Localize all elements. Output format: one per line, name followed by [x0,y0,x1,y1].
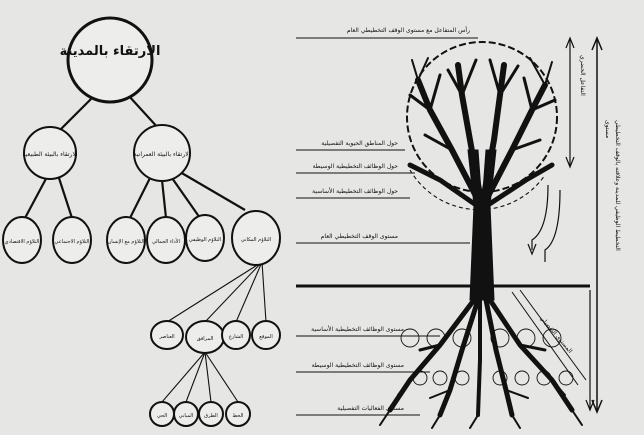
tree-label-7: مستوى الفعاليات التفصيلية [337,405,404,412]
node-buildings: المباني [173,401,199,427]
right-upper-label: التفاعل الحضري [579,55,586,96]
elements-label: العناصر [158,334,174,340]
root-node: الارتقاء بالمدينة [60,16,161,104]
spatial-fit-label: التلاؤم المكاني [241,237,271,243]
hierarchy-diagram: الارتقاء بالمدينة الارتقاء بالبيئة الطبي… [2,16,281,427]
tree-label-6: مستوى الوظائف التخطيطية الوسيطة [312,362,404,369]
node-natural-environment: الارتقاء بالبيئة الطبيعية [22,126,78,180]
tree-diagram: رأس المتفاعل مع مستوى الوقف التخطيطي الع… [296,26,621,429]
social-fit-label: التلاؤم الاجتماعي [55,239,90,245]
node-economic-fit: التلاؤم الاقتصادي [2,216,42,264]
node-social-fit: التلاؤم الاجتماعي [52,216,92,264]
node-functional-fit: التلاؤم الوظيفي [185,214,225,262]
natural-environment-label: الارتقاء بالبيئة الطبيعية [22,151,77,158]
node-site: الموقع [251,320,281,350]
tree-label-2: حول الوظائف التخطيطية الوسيطة [313,163,399,170]
node-spatial-fit: التلاؤم المكاني [231,210,281,266]
right-main-label: التخطيط الوظيفي للمدينة وعلاقته بالوقف ا… [614,120,621,251]
tree-right-arrows [511,36,603,414]
node-district: الحي [149,401,175,427]
tree-left-labels: حول المناطق الحيوية التفصيلية حول الوظائ… [296,140,470,416]
urban-environment-label: الارتقاء بالبيئة العمرانية [134,151,191,158]
node-roads: الطرق [198,401,224,427]
tree-top-label: رأس المتفاعل مع مستوى الوقف التخطيطي الع… [347,26,470,34]
root-label: الارتقاء بالمدينة [60,44,161,59]
tree-label-3: حول الوظائف التخطيطية الأساسية [312,187,398,195]
human-fit-label: التلاؤم مع الإنسان [108,239,145,245]
node-urban-environment: الارتقاء بالبيئة العمرانية [133,124,191,182]
economic-fit-label: التلاؤم الاقتصادي [5,239,40,245]
node-facilities: المرافق [185,320,225,354]
tree-trunk [467,149,497,301]
functional-fit-label: التلاؤم الوظيفي [189,237,221,243]
buildings-label: المباني [179,413,193,419]
node-lines: الخط [225,401,251,427]
roads-label: الطرق [204,413,218,419]
node-elements: العناصر [150,320,184,350]
crown-circle [406,41,558,193]
aesthetic-label: الأداء الجمالي [152,238,180,245]
tree-label-1: حول المناطق الحيوية التفصيلية [321,140,398,147]
site-label: الموقع [259,334,272,340]
tree-label-4: مستوى الوقف التخطيطي العام [321,233,398,240]
district-label: الحي [157,413,167,419]
node-human-fit: التلاؤم مع الإنسان [106,216,146,264]
facilities-label: المرافق [197,336,214,342]
street-label: الشارع [229,334,243,340]
tree-label-5: مستوى الوظائف التخطيطية الأساسية [311,325,404,333]
node-street: الشارع [221,320,251,350]
right-outer-label: مستوى [604,120,611,138]
lines-label: الخط [233,413,244,419]
node-aesthetic: الأداء الجمالي [146,216,186,264]
